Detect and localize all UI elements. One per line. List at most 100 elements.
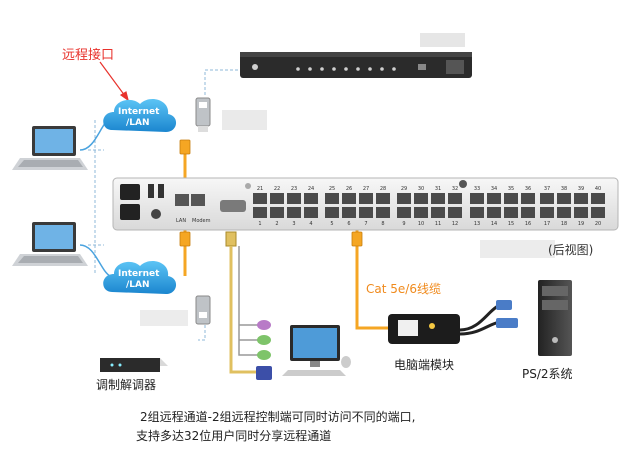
port-number-top: 35 xyxy=(508,186,514,192)
rj45-port xyxy=(325,193,339,204)
port-number-top: 32 xyxy=(452,186,458,192)
port-number-top: 34 xyxy=(491,186,497,192)
port-number-bottom: 2 xyxy=(275,221,278,227)
blurred-label xyxy=(480,240,555,258)
cable-label: Cat 5e/6线缆 xyxy=(366,282,441,296)
laptop-bottom-icon xyxy=(12,222,88,266)
port-number-top: 23 xyxy=(291,186,297,192)
cloud-label-top-line2: /LAN xyxy=(126,118,150,128)
port-number-bottom: 15 xyxy=(508,221,514,227)
port-number-bottom: 14 xyxy=(491,221,497,227)
blurred-label xyxy=(140,310,188,326)
rear-view-label: (后视图) xyxy=(548,243,594,257)
caption-line-2: 支持多达32位用户同时分享远程通道 xyxy=(136,429,332,443)
port-number-top: 39 xyxy=(578,186,584,192)
rj45-port xyxy=(253,207,267,218)
port-number-top: 36 xyxy=(525,186,531,192)
rj45-port xyxy=(287,193,301,204)
port-number-bottom: 9 xyxy=(402,221,405,227)
port-number-top: 22 xyxy=(274,186,280,192)
caption-line-1: 2组远程通道-2组远程控制端可同时访问不同的端口, xyxy=(140,410,416,424)
modem-label: 调制解调器 xyxy=(96,378,157,392)
rj45-port xyxy=(540,207,554,218)
port-number-top: 40 xyxy=(595,186,601,192)
orange-connectors xyxy=(179,139,363,247)
rj45-port xyxy=(574,207,588,218)
port-number-bottom: 1 xyxy=(258,221,261,227)
rj45-port xyxy=(448,207,462,218)
port-number-bottom: 17 xyxy=(544,221,550,227)
rj45-port xyxy=(270,207,284,218)
rj45-port xyxy=(304,193,318,204)
port-number-bottom: 16 xyxy=(525,221,531,227)
rj45-port xyxy=(359,207,373,218)
rj45-port xyxy=(557,193,571,204)
network-adapter-top xyxy=(195,97,211,132)
vga-cable xyxy=(225,231,258,374)
rj45-port xyxy=(376,193,390,204)
rj45-port xyxy=(591,193,605,204)
port-number-top: 26 xyxy=(346,186,352,192)
cloud-label-top-line1: Internet xyxy=(118,107,160,117)
orange-cables xyxy=(183,140,395,330)
rj45-port xyxy=(342,207,356,218)
panel-label-lan: LAN xyxy=(176,218,187,224)
pc-tower xyxy=(538,280,572,356)
monitor-icon xyxy=(282,325,351,376)
network-adapter-bottom xyxy=(195,295,211,325)
rj45-port xyxy=(470,207,484,218)
rj45-port xyxy=(325,207,339,218)
blurred-label xyxy=(222,110,267,130)
port-number-top: 25 xyxy=(329,186,335,192)
port-number-top: 31 xyxy=(435,186,441,192)
rj45-port xyxy=(557,207,571,218)
remote-port-label: 远程接口 xyxy=(62,48,115,63)
port-number-bottom: 6 xyxy=(347,221,350,227)
rj45-port xyxy=(270,193,284,204)
rj45-port xyxy=(431,207,445,218)
rj45-port xyxy=(470,193,484,204)
computer-module xyxy=(388,300,518,344)
port-number-top: 29 xyxy=(401,186,407,192)
computer-module-label: 电脑端模块 xyxy=(394,358,455,372)
rj45-port xyxy=(376,207,390,218)
port-number-bottom: 19 xyxy=(578,221,584,227)
rj45-port xyxy=(397,207,411,218)
rj45-port xyxy=(448,193,462,204)
port-number-bottom: 3 xyxy=(292,221,295,227)
port-array: 2112222332442552662772882993010311132123… xyxy=(253,186,605,227)
port-number-top: 24 xyxy=(308,186,314,192)
port-number-top: 33 xyxy=(474,186,480,192)
rj45-port xyxy=(414,193,428,204)
ps2-system-label: PS/2系统 xyxy=(522,367,573,381)
rj45-port xyxy=(487,193,501,204)
rj45-port xyxy=(431,193,445,204)
port-number-top: 37 xyxy=(544,186,550,192)
port-number-bottom: 13 xyxy=(474,221,480,227)
rj45-port xyxy=(521,207,535,218)
port-number-top: 30 xyxy=(418,186,424,192)
rj45-port xyxy=(287,207,301,218)
port-number-bottom: 5 xyxy=(330,221,333,227)
modem-device xyxy=(100,358,168,372)
rj45-port xyxy=(342,193,356,204)
rj45-port xyxy=(487,207,501,218)
port-number-bottom: 11 xyxy=(435,221,441,227)
rj45-port xyxy=(414,207,428,218)
top-kvm-unit xyxy=(240,52,472,78)
rj45-port xyxy=(540,193,554,204)
cloud-label-bottom-line1: Internet xyxy=(118,269,160,279)
internet-cloud-top xyxy=(103,99,177,132)
peripheral-connectors xyxy=(256,320,272,380)
panel-label-modem: Modem xyxy=(192,218,211,224)
internet-cloud-bottom xyxy=(103,261,177,294)
port-number-bottom: 4 xyxy=(309,221,312,227)
blurred-label xyxy=(420,33,465,47)
cloud-label-bottom-line2: /LAN xyxy=(126,280,150,290)
port-number-bottom: 20 xyxy=(595,221,601,227)
port-number-bottom: 7 xyxy=(364,221,367,227)
rj45-port xyxy=(359,193,373,204)
rj45-port xyxy=(591,207,605,218)
